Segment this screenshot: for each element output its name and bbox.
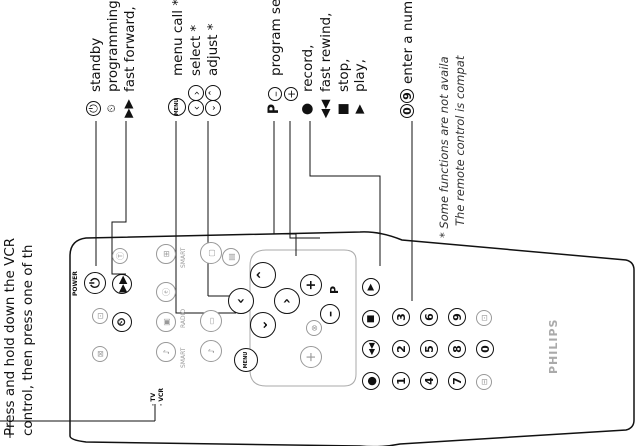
grey-nav-button[interactable]: ▤ [222,248,240,266]
power-button[interactable]: ⏻ [84,272,106,294]
digit-button-7[interactable]: 7 [448,372,466,390]
info-button[interactable]: ⊞ [156,244,176,264]
grey-extra-button-right[interactable]: ⊡ [476,310,492,326]
digit-button-9[interactable]: 9 [448,308,466,326]
digit-button-0[interactable]: 0 [476,340,494,358]
vcr-label: · VCR [158,387,165,406]
play-button[interactable]: ▶ [362,278,380,296]
cursor-left-button[interactable]: ‹ [228,288,254,314]
radio-button[interactable]: ▣ [156,312,176,332]
program-plus-button[interactable]: + [300,274,322,296]
mute-button[interactable]: ⊗ [306,320,322,336]
digit-button-5[interactable]: 5 [420,340,438,358]
record-button[interactable]: ● [362,372,380,390]
brand-logo: PHILIPS [547,318,560,374]
picture-smart-button[interactable]: ▢ [200,242,222,264]
digit-button-1[interactable]: 1 [392,372,410,390]
volume-plus-button[interactable]: + [300,346,322,368]
smart-button-left[interactable]: ♪ [156,342,176,362]
grey-button-c[interactable]: Ⓣ [112,248,128,264]
cursor-right-button[interactable]: › [274,288,300,314]
smart-label-right: SMART [180,247,187,269]
cursor-up-button[interactable]: ⌃ [250,262,276,288]
sound-smart-button[interactable]: ♪ [200,340,222,362]
timer-button[interactable]: ⏲ [112,312,132,332]
smart-label-left: SMART [180,347,187,369]
radio-rect-button[interactable]: ▭ [200,310,222,332]
menu-button[interactable]: MENU [234,348,258,372]
grey-button-b[interactable]: ⊡ [92,308,108,324]
program-minus-button[interactable]: – [320,304,340,324]
radio-label: RADIO [180,308,187,328]
digit-button-4[interactable]: 4 [420,372,438,390]
power-label: POWER [72,271,79,296]
cursor-down-button[interactable]: ⌄ [250,312,276,338]
rewind-button[interactable]: ◀◀ [362,340,380,358]
fast-forward-button[interactable]: ▶▶ [112,274,132,294]
digit-button-8[interactable]: 8 [448,340,466,358]
digit-button-2[interactable]: 2 [392,340,410,358]
program-p-label: P [328,285,341,294]
digit-button-3[interactable]: 3 [392,308,410,326]
grey-extra-button-left[interactable]: ⊟ [476,374,492,390]
tv-label: · TV [150,392,157,406]
teletext-button[interactable]: ⓔ [156,282,176,302]
stop-button[interactable]: ■ [362,310,380,328]
digit-button-6[interactable]: 6 [420,308,438,326]
grey-button-a[interactable]: ⊠ [92,346,108,362]
